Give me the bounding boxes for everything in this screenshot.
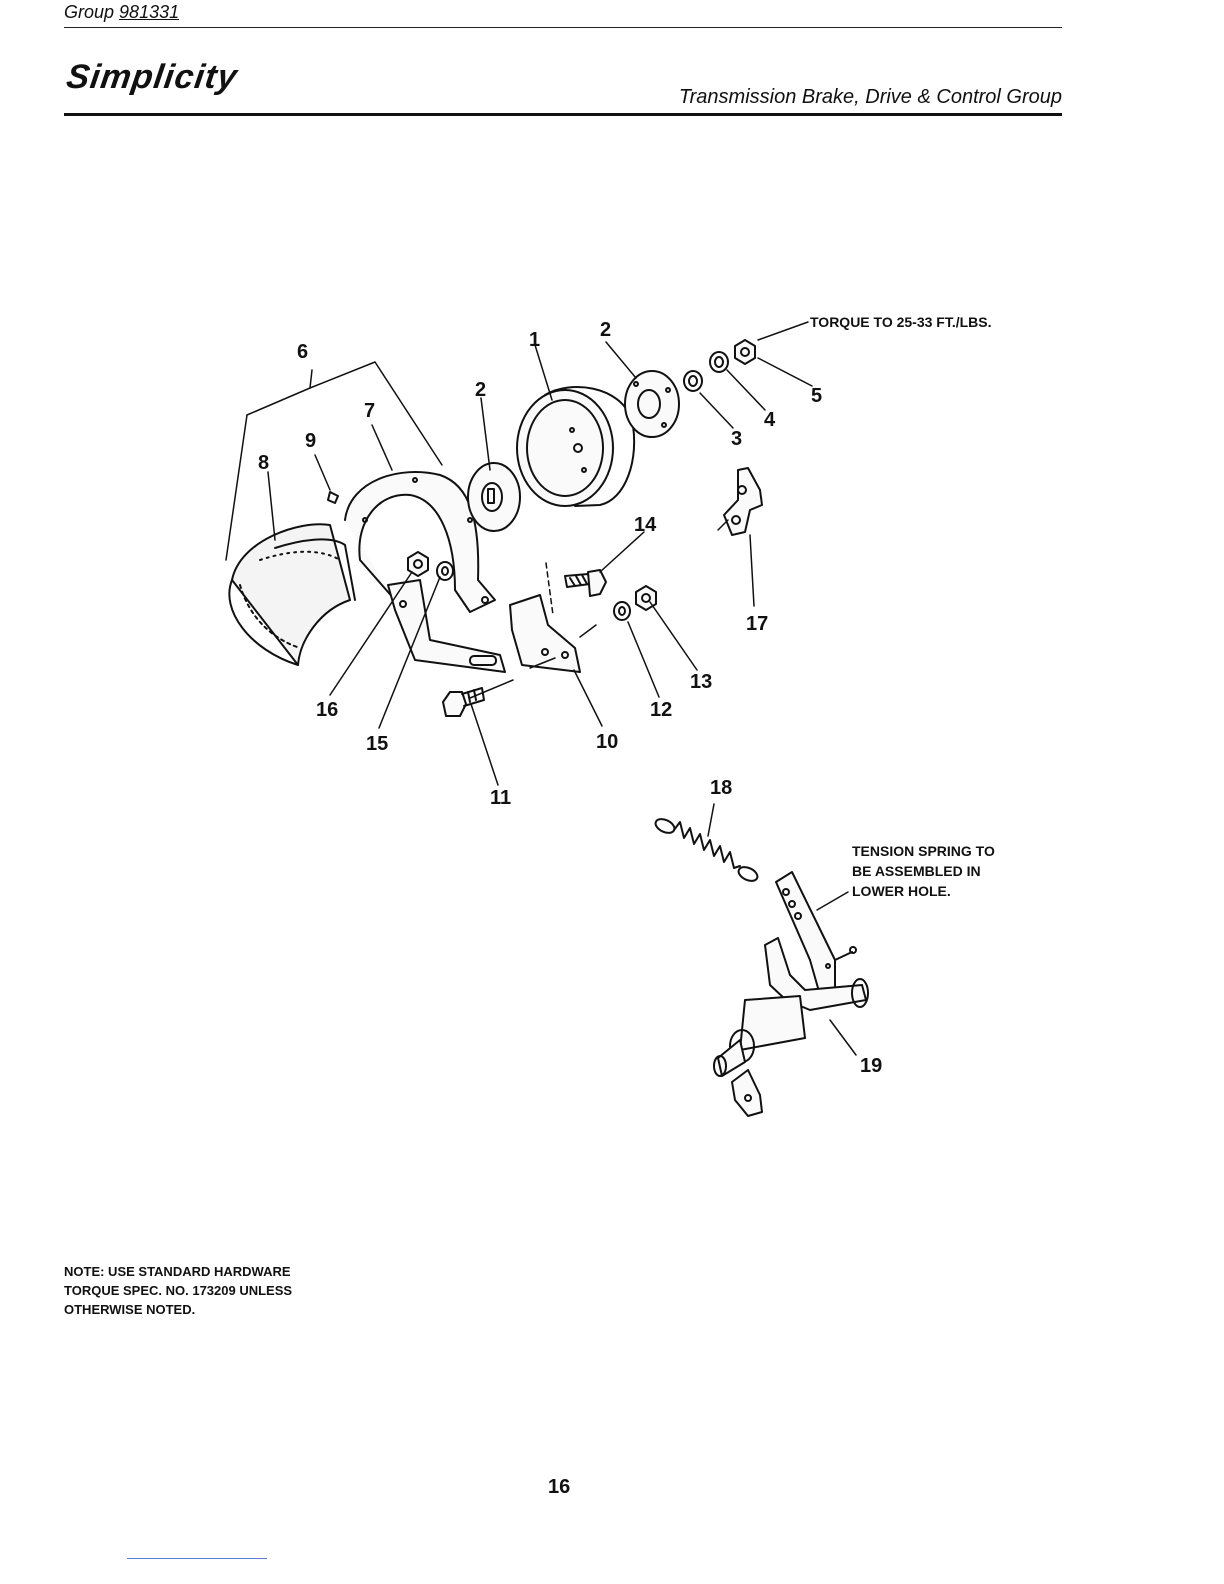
part-label-19: 19 — [860, 1055, 882, 1077]
hub-flange-left-part — [468, 463, 520, 531]
bolt-11-part — [443, 688, 484, 716]
control-shaft-part — [714, 872, 868, 1116]
part-label-13: 13 — [690, 671, 712, 693]
part-label-6: 6 — [297, 341, 308, 363]
hex-nut-part — [735, 340, 755, 364]
part-label-11: 11 — [490, 787, 511, 809]
part-label-9: 9 — [305, 430, 316, 452]
part-label-15: 15 — [366, 733, 388, 755]
part-label-7: 7 — [364, 400, 375, 422]
mounting-bracket-part — [510, 595, 580, 672]
brake-drum-part — [517, 387, 634, 506]
part-label-14: 14 — [634, 514, 657, 536]
lock-washer-part — [710, 352, 728, 372]
bottom-link-underline[interactable] — [127, 1558, 267, 1559]
note-line2: TORQUE SPEC. NO. 173209 UNLESS — [64, 1281, 384, 1300]
note-line1: NOTE: USE STANDARD HARDWARE — [64, 1262, 384, 1281]
part-label-4: 4 — [764, 409, 776, 431]
brake-band-part — [229, 524, 355, 665]
hardware-note: NOTE: USE STANDARD HARDWARE TORQUE SPEC.… — [64, 1262, 384, 1319]
part-label-1: 1 — [529, 329, 540, 351]
part-label-2a: 2 — [475, 379, 486, 401]
part-label-3: 3 — [731, 428, 742, 450]
nut-12-part — [614, 602, 630, 620]
tension-spring-part — [653, 816, 759, 883]
part-label-17: 17 — [746, 613, 768, 635]
part-label-10: 10 — [596, 731, 618, 753]
torque-callout: TORQUE TO 25-33 FT./LBS. — [810, 314, 992, 330]
bolt-14-part — [565, 570, 606, 596]
part-label-5: 5 — [811, 385, 822, 407]
spring-callout: TENSION SPRING TO BE ASSEMBLED IN LOWER … — [852, 843, 995, 899]
flat-washer-part — [684, 371, 702, 391]
spring-callout-line2: BE ASSEMBLED IN — [852, 863, 981, 879]
note-line3: OTHERWISE NOTED. — [64, 1300, 384, 1319]
part-label-18: 18 — [710, 777, 732, 799]
hub-flange-right-part — [625, 371, 679, 437]
page-number: 16 — [548, 1476, 570, 1499]
part-label-12: 12 — [650, 699, 672, 721]
spring-callout-line1: TENSION SPRING TO — [852, 843, 995, 859]
clip-bracket-part — [724, 468, 762, 535]
part-label-2b: 2 — [600, 319, 611, 341]
small-screw-part — [328, 492, 338, 503]
spring-callout-line3: LOWER HOLE. — [852, 883, 951, 899]
part-label-8: 8 — [258, 452, 269, 474]
part-label-16: 16 — [316, 699, 338, 721]
